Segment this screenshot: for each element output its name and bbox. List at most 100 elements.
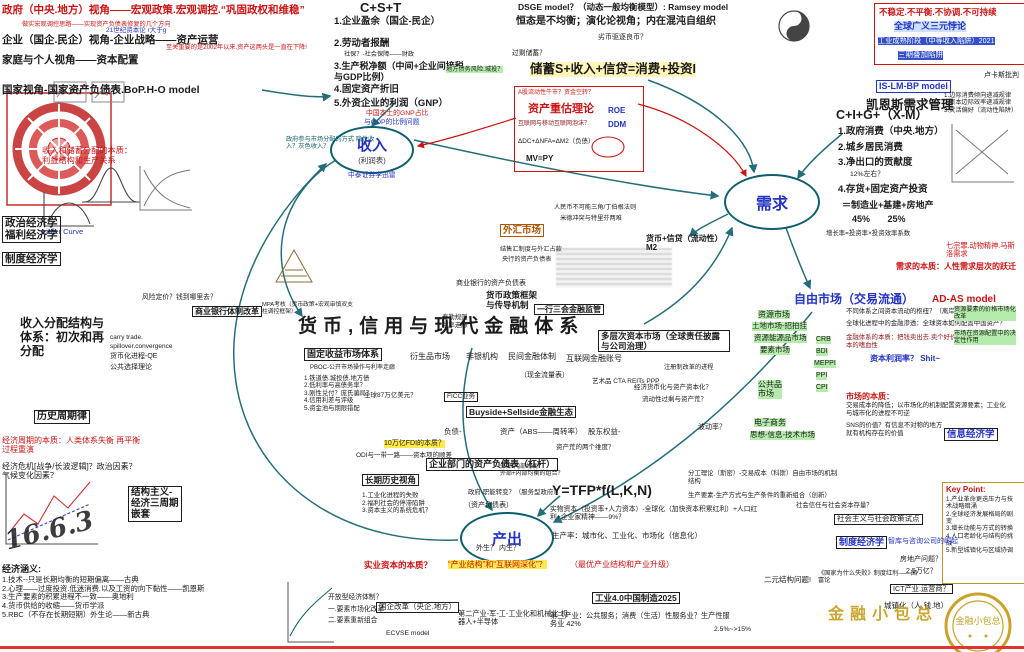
social-capital-note: 社会信任与社会资本存量？ <box>796 502 873 509</box>
ddm-label: DDM <box>608 120 627 129</box>
market-allocation-note: 市场在资源配置中的决定性作用 <box>954 330 1016 345</box>
money-identity: ΔDC+ΔNFA=ΔM2（负债） <box>518 138 595 145</box>
informal-finance-label: 民间金融体制 <box>508 352 556 361</box>
qe-note: 货币化进程-QE <box>110 353 158 360</box>
market-essence-title: 市场的本质： <box>846 392 894 401</box>
mpa-note: MPA考核（货币政策+宏观审慎双支柱调控框架） <box>262 302 353 315</box>
warning-line-4: 三期叠加陷阱 <box>898 50 943 60</box>
global-bond-note: 全球87万亿美元？ <box>364 392 417 399</box>
social-policy-box: 社会主义与社会政策试点 <box>834 514 923 525</box>
internet-bubble-note: 互联网与移动互联网泡沫？ <box>518 121 591 127</box>
sns-note: SNS的价值？有信息不对称的地方就有机构存在的价值 <box>846 422 943 437</box>
watermark-text: 金融小包总 <box>828 606 939 623</box>
trillion-note: 2.5万亿？ <box>906 568 937 575</box>
recombination-note: 生产要素-生产方式与生产条件的重新组合（创新） <box>688 492 831 499</box>
nonbank-label: 非银机构 <box>466 352 498 361</box>
ficc-box: FICC业务 <box>444 392 479 402</box>
carry-trade-note: carry trade. <box>110 334 143 341</box>
cst-item-4: 4.固定资产折旧 <box>334 84 399 95</box>
crb-label: CRB <box>816 336 831 345</box>
warning-line-2: 全球广义三元悖论 <box>894 21 967 32</box>
corp-balance-box: 企业部门的资产负债表（杠杆） <box>426 458 559 471</box>
public-goods-market: 公共品 市场 <box>758 380 782 399</box>
cig-item-3: 3.净出口的贡献度 <box>838 157 913 168</box>
market-essence-body: 交易成本的降低；以市场化的机制配置资源要素；工业化与城市化的进程不可逆 <box>846 402 1006 417</box>
money-credit-label: 货币+信贷（流动性） M2 <box>646 234 723 253</box>
industry-essence-3: （最优产业结构和产业升级） <box>570 560 674 569</box>
policy-framework: 货币政策框架 与传导机制 <box>486 290 538 311</box>
cig-title: C+I+G+（X-M） <box>836 108 929 122</box>
history-cycle-box: 历史周期律 <box>34 410 90 424</box>
fx-market-box: 外汇市场 <box>500 224 545 238</box>
warning-line-3: 工业成熟阶段（中等收入陷阱）2021 <box>878 36 995 46</box>
internal-external-note: 外部-内部均衡？ 外部+内部均衡的组合？ <box>500 464 564 478</box>
history-view-box: 长期历史视角 <box>362 474 420 487</box>
monetization-note: 经济货币化与资产资本化？ <box>634 384 712 391</box>
buyside-box: Buyside+Sellside金融生态 <box>466 406 577 419</box>
institutional-econ-left-box: 制度经济学 <box>2 252 61 267</box>
revaluation-box <box>514 86 644 172</box>
gdp-ratio-note: 与GDP的比例问题 <box>364 119 420 126</box>
exo-endo-label: 外生？ 内生？ <box>476 545 520 552</box>
demand-essence: 需求的本质：人性需求层次的跃迁 <box>896 262 1016 271</box>
axes-chart-bottom <box>287 582 334 643</box>
keynes-title: 凯恩斯需求管理 <box>866 98 954 112</box>
watermark-seal-text: 金融小包总 <box>955 615 1000 626</box>
red-rings-diagram <box>6 92 112 206</box>
bank-balance-sheet-note: 商业银行的资产负债表 <box>456 280 526 287</box>
supply-demand-chart <box>139 166 192 211</box>
cst-item-3: 3.生产税净额（中间+企业间接税.与GDP比例） <box>334 61 467 82</box>
bank-reform-box: 商业银行体制改革 <box>192 306 262 318</box>
income-essence: 收入和储蓄分配的本质： 利益结构和生产关系 <box>42 146 133 165</box>
institutional-econ-right-box: 制度经济学 <box>836 536 888 549</box>
output-balance-label: （资产负债表） <box>464 502 513 509</box>
failed-states-note: 《国家为什么失败》制度红利——国富论 <box>818 570 917 585</box>
income-node-sub: (利润表) <box>358 156 386 165</box>
free-market-title: 自由市场（交易流通） <box>794 292 915 306</box>
offshore-note: 不同体系之间资本流动的枢纽？（离岸市场） <box>846 308 974 315</box>
energy-market: 资源能源品市场 <box>754 333 807 343</box>
adas-label: AD-AS model <box>932 294 996 305</box>
cig-item-1: 1.政府消费（中央.地方） <box>838 126 944 137</box>
tfp-formula: Y=TFP*f(L,K,N) <box>552 482 652 498</box>
derivatives-label: 衍生品市场 <box>410 352 450 361</box>
keypoint-list: 1.产业革命更迭压力与技术战略暗涌 2.全球经济发展格局的剧变 3.增长动能与方… <box>946 496 1014 555</box>
keypoint-title: Key Point: <box>946 485 986 494</box>
odi-note: ODI与一带一路——资本项的顺差 <box>356 452 453 459</box>
ecvse-note: ECVSE model <box>386 630 430 637</box>
trend-lines-chart <box>5 474 98 545</box>
meppi-label: MEPPI <box>814 360 836 369</box>
keynes-laws-list: 1.边际消费倾向递减规律 2.资本边际效率递减规律 3.灵活偏好（流动性陷阱） <box>944 92 1018 114</box>
factor-market: 要素市场 <box>760 345 790 355</box>
fixed-income-box: 固定收益市场体系 <box>304 348 383 361</box>
seven-sins-note: 七宗罪.动物精神.马斯洛需求 <box>946 241 1015 259</box>
bell-curve-chart <box>82 167 140 203</box>
income-distribution-title: 收入分配结构与 体系：初次和再 分配 <box>20 316 105 359</box>
cycle-essence-note: 经济周期的本质：人类体系失衡 再平衡 过程重演 <box>2 436 141 455</box>
ad-as-mini-chart <box>951 124 1014 183</box>
art-assets-note: 艺术品 CTA REITs PPP <box>592 378 660 385</box>
dual-structure-note: 二元结构问题! <box>764 575 812 584</box>
nation-perspective: 国家视角-国家资产负债表.BoP.H-O model <box>2 84 200 96</box>
growth-formula: 增长率=投资率×投资效率系数 <box>826 230 911 237</box>
warning-line-1: 不稳定.不平衡.不协调.不可持续 <box>879 7 997 17</box>
zhongtai-note: 中泰证券李迅雷 <box>348 172 396 179</box>
watermark-seal: 金融小包总 <box>944 592 1012 652</box>
cst-item-2: 2.劳动者报酬 <box>334 38 390 49</box>
impossible-trinity-note: 人民币不可能三角/丁伯根法则 <box>554 204 637 211</box>
red-circle-annotation <box>591 136 625 158</box>
realestate-note: 房地产问题？ <box>900 556 942 563</box>
global-penetration-note: 全球化进程中的金融渗透：全球资本如何配置中国资产？ <box>846 320 1006 327</box>
fixed-income-list: 1.铁道债.城投债.地方债 2.低利率与高债务率？ 3.刚性兑付？庞氏骗局？ 4… <box>304 375 373 412</box>
cst-item-5: 5.外资企业的利润（GNP） <box>334 98 449 109</box>
urbanization-note: 城镇化（人.钱.地） <box>884 601 949 610</box>
output-node: 产出 <box>460 512 554 564</box>
taiji-icon <box>778 10 810 42</box>
econ-meaning-list: 1.技术--只是长期均衡的短期偏离——古典 2.心理——过度投资.低迷消费.以及… <box>2 575 205 619</box>
factor-price-reform: 资源要素的价格市场化改革 <box>954 306 1016 321</box>
factor-recombine-note: 二.要素重新组合 <box>328 617 378 624</box>
factor-reform-note: 一.要素市场化改革 <box>328 606 385 613</box>
netexport-note: 12%左右？ <box>850 171 884 178</box>
islm-box: IS-LM-BP model <box>876 80 951 93</box>
industry-essence-1: 实业资本的本质？ <box>364 560 433 570</box>
